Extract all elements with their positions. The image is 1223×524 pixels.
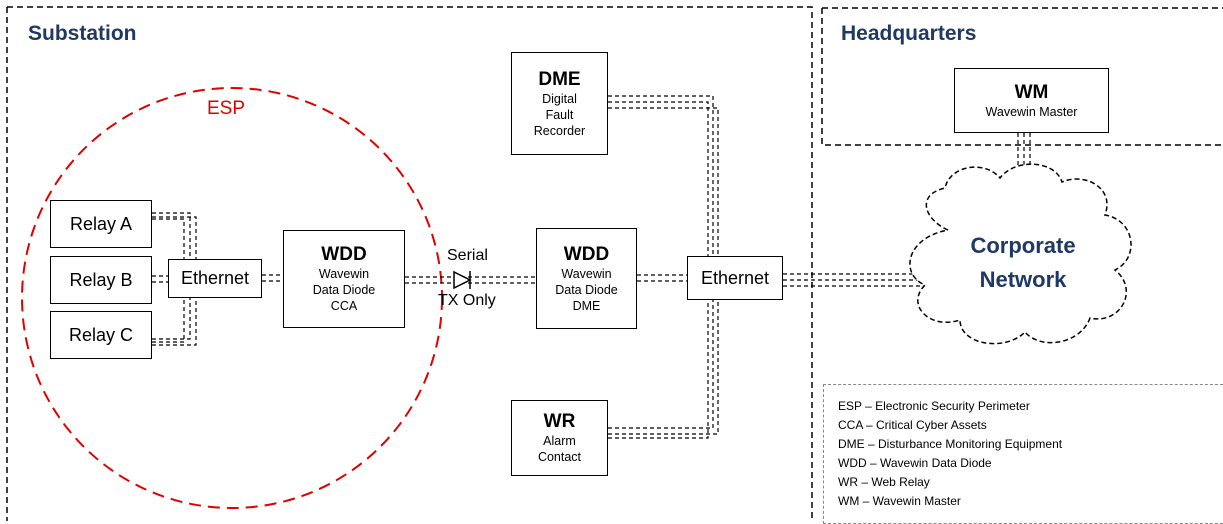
wdd-cca-box: WDD Wavewin Data Diode CCA [283,230,405,328]
headquarters-title: Headquarters [841,22,977,45]
relay-b-label: Relay B [69,269,133,290]
cloud-line-1: Corporate [970,233,1076,258]
corporate-network-cloud [909,163,1132,345]
wr-line-1: Alarm [543,434,576,448]
relay-c-label: Relay C [68,324,134,345]
relay-a-box: Relay A [50,200,152,248]
wdd-dme-title: WDD [563,243,610,265]
legend-item: WDD – Wavewin Data Diode [838,456,992,470]
legend-item: DME – Disturbance Monitoring Equipment [838,437,1063,451]
serial-diode-symbol [453,270,472,290]
wdd-cca-line-3: CCA [330,299,358,313]
relay-b-box: Relay B [50,256,152,304]
wr-line-2: Contact [537,450,582,464]
legend-item: WM – Wavewin Master [838,494,961,508]
relay-a-label: Relay A [69,213,133,234]
relay-c-box: Relay C [50,311,152,359]
wdd-cca-line-1: Wavewin [318,267,370,281]
wm-title: WM [1014,81,1049,103]
legend-item: ESP – Electronic Security Perimeter [838,399,1030,413]
wm-box: WM Wavewin Master [954,68,1109,133]
substation-boundary [6,6,813,521]
esp-label: ESP [207,98,246,119]
wr-title: WR [543,411,576,432]
cloud-label: Corporate Network [948,229,1098,297]
substation-title: Substation [28,22,137,45]
dme-line-2: Fault [545,107,574,122]
dme-line-3: Recorder [533,123,586,138]
legend: ESP – Electronic Security Perimeter CCA … [823,384,1223,524]
legend-item: WR – Web Relay [838,475,930,489]
ethernet-right-label: Ethernet [700,267,770,288]
headquarters-boundary [821,7,1223,146]
wr-box: WR Alarm Contact [511,400,608,476]
cloud-line-2: Network [979,267,1067,292]
dme-box: DME Digital Fault Recorder [511,52,608,155]
wdd-dme-box: WDD Wavewin Data Diode DME [536,228,637,329]
serial-label: Serial [447,247,488,264]
wdd-dme-line-3: DME [572,298,601,313]
esp-perimeter [21,87,443,509]
ethernet-switch-substation: Ethernet [168,259,262,298]
wdd-dme-line-2: Data Diode [555,282,618,297]
tx-only-label: TX Only [438,292,496,309]
dme-title: DME [538,68,581,90]
dme-line-1: Digital [542,91,577,106]
wdd-cca-line-2: Data Diode [312,283,376,297]
wm-line-1: Wavewin Master [985,104,1078,119]
ethernet-left-label: Ethernet [180,268,250,288]
ethernet-switch-dme: Ethernet [687,256,783,300]
legend-item: CCA – Critical Cyber Assets [838,418,987,432]
wdd-dme-line-1: Wavewin [561,266,612,281]
wdd-cca-title: WDD [321,244,367,265]
